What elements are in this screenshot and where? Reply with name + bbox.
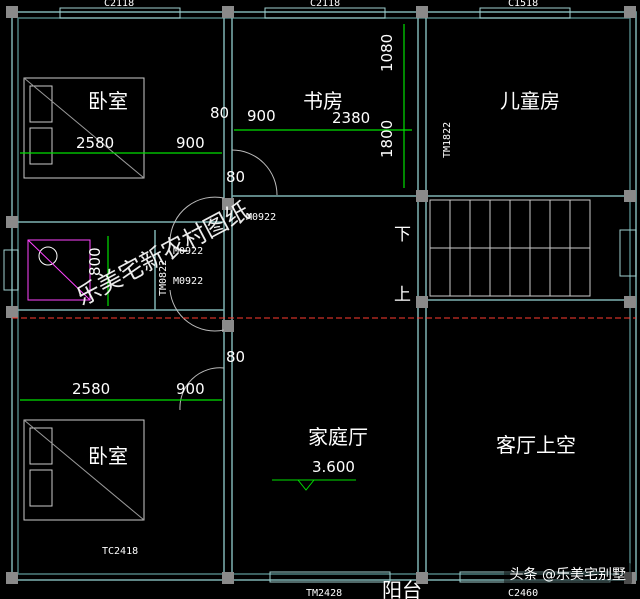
dimension-lines bbox=[20, 24, 412, 401]
columns bbox=[6, 6, 636, 584]
dim-1080: 1080 bbox=[378, 34, 396, 72]
room-label-family-hall: 家庭厅 bbox=[308, 425, 368, 449]
dim-900-top: 900 bbox=[176, 134, 205, 152]
dim-2580-top: 2580 bbox=[76, 134, 114, 152]
bed-top bbox=[23, 77, 145, 179]
tag-c2118-left: C2118 bbox=[104, 0, 134, 9]
room-label-balcony: 阳台 bbox=[382, 578, 422, 599]
windows bbox=[3, 7, 637, 583]
stairs-up-label: 上 bbox=[394, 285, 411, 305]
dim-80-a: 80 bbox=[210, 104, 229, 122]
tag-tc2418: TC2418 bbox=[102, 546, 138, 557]
dim-900-study: 900 bbox=[247, 107, 276, 125]
tag-tm0822: TM0822 bbox=[158, 260, 169, 296]
dim-2380: 2380 bbox=[332, 109, 370, 127]
dim-80-c: 80 bbox=[226, 348, 245, 366]
stairs-down-label: 下 bbox=[394, 225, 411, 245]
dim-80-b: 80 bbox=[226, 168, 245, 186]
dim-800: 800 bbox=[86, 247, 104, 276]
stairs bbox=[429, 199, 591, 297]
tag-tm1822: TM1822 bbox=[442, 122, 453, 158]
tag-m0922-b: M0922 bbox=[173, 246, 203, 257]
dim-900-bottom: 900 bbox=[176, 380, 205, 398]
dim-1800: 1800 bbox=[378, 120, 396, 158]
tag-m0922-a: M0922 bbox=[246, 212, 276, 223]
tag-c1518: C1518 bbox=[508, 0, 538, 9]
room-label-bedroom-bottom: 卧室 bbox=[88, 444, 128, 468]
tag-c2460: C2460 bbox=[508, 588, 538, 599]
room-label-study: 书房 bbox=[303, 89, 343, 113]
dim-2580-bottom: 2580 bbox=[72, 380, 110, 398]
credit-badge: 头条 @乐美宅别墅 bbox=[503, 563, 632, 585]
room-label-bedroom-top: 卧室 bbox=[88, 89, 128, 113]
bed-bottom bbox=[23, 419, 145, 521]
tag-c2118-mid: C2118 bbox=[310, 0, 340, 9]
room-label-children: 儿童房 bbox=[500, 89, 560, 113]
elevation-mark: 3.600 bbox=[312, 458, 355, 476]
tag-m0922-c: M0922 bbox=[173, 276, 203, 287]
door-swings bbox=[169, 149, 278, 411]
tag-tm2428: TM2428 bbox=[306, 588, 342, 599]
bathroom-fixtures bbox=[27, 239, 91, 301]
elevation-symbol bbox=[272, 479, 356, 491]
room-label-living-void: 客厅上空 bbox=[496, 433, 576, 457]
